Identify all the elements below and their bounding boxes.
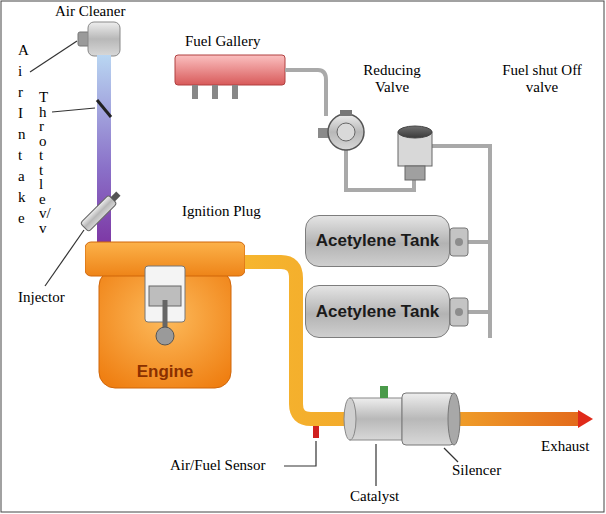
- leader-line: [444, 448, 458, 462]
- part-label: Catalyst: [350, 488, 399, 505]
- reducing-valve: [318, 110, 364, 150]
- tank-valve-knob: [455, 308, 463, 316]
- exhaust-arrow: [578, 410, 593, 428]
- label-holder: Fuel shut Off valve: [494, 62, 590, 96]
- part-label: Air Intake: [18, 40, 25, 229]
- label-holder: Air Cleaner: [55, 3, 125, 20]
- leader-line: [284, 441, 316, 466]
- catalyst-probe: [380, 386, 388, 398]
- shut-off-valve: [398, 126, 432, 180]
- label-holder: Fuel Gallery: [185, 33, 260, 50]
- part-label: Exhaust: [541, 438, 589, 455]
- leader-line: [375, 444, 376, 486]
- label-holder: Exhaust: [541, 438, 589, 455]
- part-label: Silencer: [452, 462, 501, 479]
- throttle-plate: [97, 100, 111, 117]
- silencer-end: [448, 393, 460, 445]
- part-label: Fuel Gallery: [185, 33, 260, 50]
- valve-body: [328, 114, 364, 150]
- label-holder: Throttle v/v: [39, 90, 46, 235]
- label-holder: Reducing Valve: [352, 62, 432, 96]
- part-label: Fuel shut Off valve: [494, 62, 590, 96]
- label-holder: Air/Fuel Sensor: [170, 457, 265, 474]
- gallery-outlet: [232, 85, 238, 99]
- air-fuel-sensor: [313, 426, 319, 438]
- silencer: [402, 393, 454, 445]
- intake-pipe: [104, 55, 178, 262]
- valve-cap: [337, 123, 355, 141]
- engine-block-body: [99, 270, 231, 388]
- fuel-line: [468, 242, 490, 312]
- label-holder: Catalyst: [350, 488, 399, 505]
- tank-valve: [450, 298, 468, 326]
- node-label: Acetylene Tank: [316, 231, 439, 251]
- injector-body: [80, 195, 117, 232]
- engine-block: Engine: [85, 240, 245, 390]
- valve-base: [405, 166, 425, 180]
- valve-knob: [340, 110, 352, 116]
- solenoid-top: [398, 126, 432, 138]
- part-label: Air/Fuel Sensor: [170, 457, 265, 474]
- leader-line: [30, 41, 77, 72]
- part-label: Throttle v/v: [39, 90, 46, 235]
- part-label: Ignition Plug: [180, 203, 263, 220]
- node-label: Engine: [137, 362, 194, 382]
- label-holder: Silencer: [452, 462, 501, 479]
- gallery-outlet: [192, 85, 198, 99]
- injector: [80, 189, 122, 231]
- part-label: Air Cleaner: [55, 3, 125, 20]
- catalyst-end: [344, 398, 356, 440]
- leader-line: [52, 108, 95, 112]
- part-label: Reducing Valve: [352, 62, 432, 96]
- tank-valve-knob: [455, 238, 463, 246]
- fuel-tank: Acetylene Tank: [305, 215, 450, 267]
- catalyst: [350, 398, 402, 440]
- fuel-line: [285, 70, 326, 116]
- node-label: Acetylene Tank: [316, 302, 439, 322]
- injector-tip: [111, 191, 121, 201]
- air-cleaner: [88, 22, 120, 56]
- tank-valve: [450, 228, 468, 256]
- label-holder: Ignition Plug: [180, 203, 263, 220]
- leader-line: [45, 230, 84, 286]
- fuel-tank: Acetylene Tank: [305, 285, 450, 338]
- part-label: Injector: [18, 289, 65, 306]
- crankshaft: [156, 327, 174, 345]
- fuel-gallery: [175, 55, 285, 85]
- label-holder: Air Intake: [18, 40, 25, 229]
- gallery-outlet: [212, 85, 218, 99]
- label-holder: Injector: [18, 289, 65, 306]
